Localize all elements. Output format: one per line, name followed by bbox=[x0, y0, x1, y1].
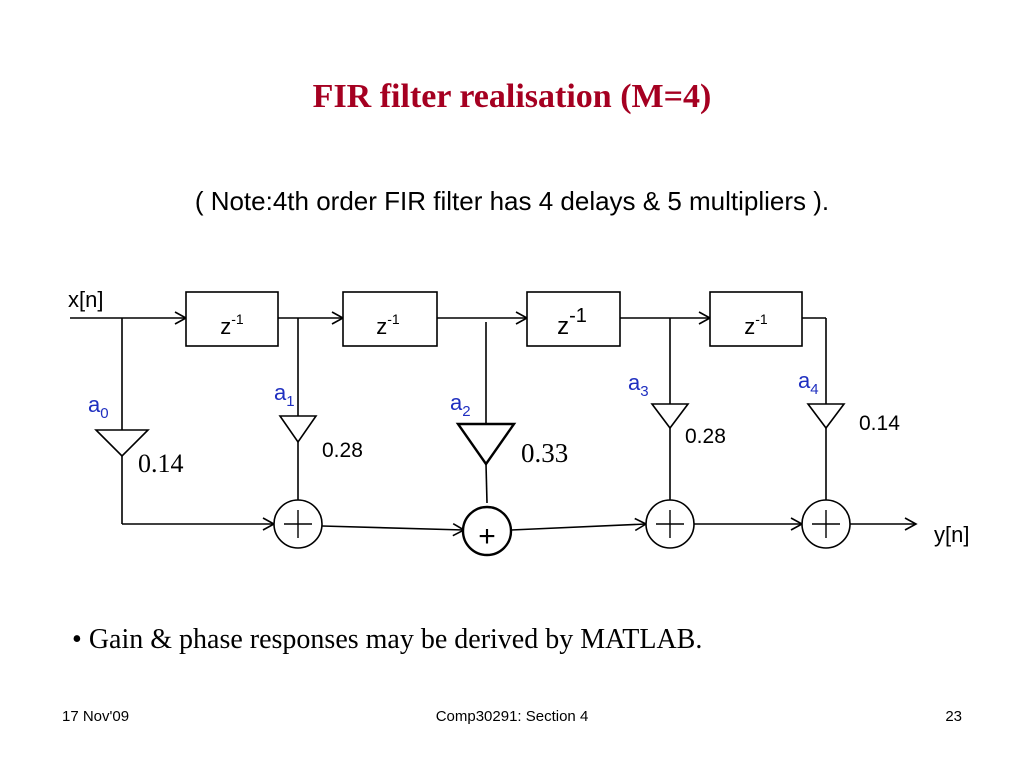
svg-text:+: + bbox=[478, 520, 496, 553]
adder-4 bbox=[801, 499, 851, 549]
delay-block: z-1 bbox=[709, 291, 803, 347]
multiplier-a0 bbox=[94, 429, 150, 458]
adder-2: + bbox=[461, 505, 513, 557]
adder-3 bbox=[645, 499, 695, 549]
coef-label-a4: a4 bbox=[798, 368, 819, 398]
slide-title: FIR filter realisation (M=4) bbox=[312, 78, 712, 115]
delay-block: z-1 bbox=[526, 291, 621, 347]
footer-date: 17 Nov'09 bbox=[62, 708, 130, 725]
slide-note: ( Note:4th order FIR filter has 4 delays… bbox=[194, 186, 830, 216]
bullet-text: Gain & phase responses may be derived by… bbox=[88, 624, 703, 655]
delay-block: z-1 bbox=[342, 291, 438, 347]
svg-text:z-1: z-1 bbox=[220, 311, 244, 339]
coef-label-a3: a3 bbox=[628, 370, 649, 400]
coef-label-a1: a1 bbox=[274, 380, 295, 410]
multiplier-a1 bbox=[278, 415, 318, 444]
signal-wires bbox=[70, 311, 918, 537]
input-label: x[n] bbox=[68, 287, 103, 312]
footer-page-number: 23 bbox=[945, 708, 962, 725]
coef-value-a0: 0.14 bbox=[138, 449, 184, 478]
coef-value-a4: 0.14 bbox=[859, 412, 900, 435]
coef-value-a1: 0.28 bbox=[322, 439, 363, 462]
svg-text:z-1: z-1 bbox=[557, 305, 587, 340]
delay-block: z-1 bbox=[185, 291, 279, 347]
coef-value-a2: 0.33 bbox=[521, 438, 568, 468]
bullet-item: • Gain & phase responses may be derived … bbox=[72, 624, 702, 656]
svg-text:z-1: z-1 bbox=[744, 311, 768, 339]
adder-1 bbox=[273, 499, 323, 549]
multiplier-a2 bbox=[455, 422, 517, 467]
multiplier-a4 bbox=[806, 403, 846, 430]
svg-text:z-1: z-1 bbox=[376, 311, 400, 339]
coef-label-a0: a0 bbox=[88, 392, 109, 422]
fir-block-diagram: z-1 z-1 z-1 z-1 + x[n] y[n] a0 a1 bbox=[68, 287, 969, 557]
coef-value-a3: 0.28 bbox=[685, 425, 726, 448]
output-label: y[n] bbox=[934, 522, 969, 547]
bullet-icon: • bbox=[72, 624, 82, 655]
multiplier-a3 bbox=[650, 403, 690, 430]
coef-label-a2: a2 bbox=[450, 390, 471, 420]
footer-course: Comp30291: Section 4 bbox=[435, 708, 589, 725]
